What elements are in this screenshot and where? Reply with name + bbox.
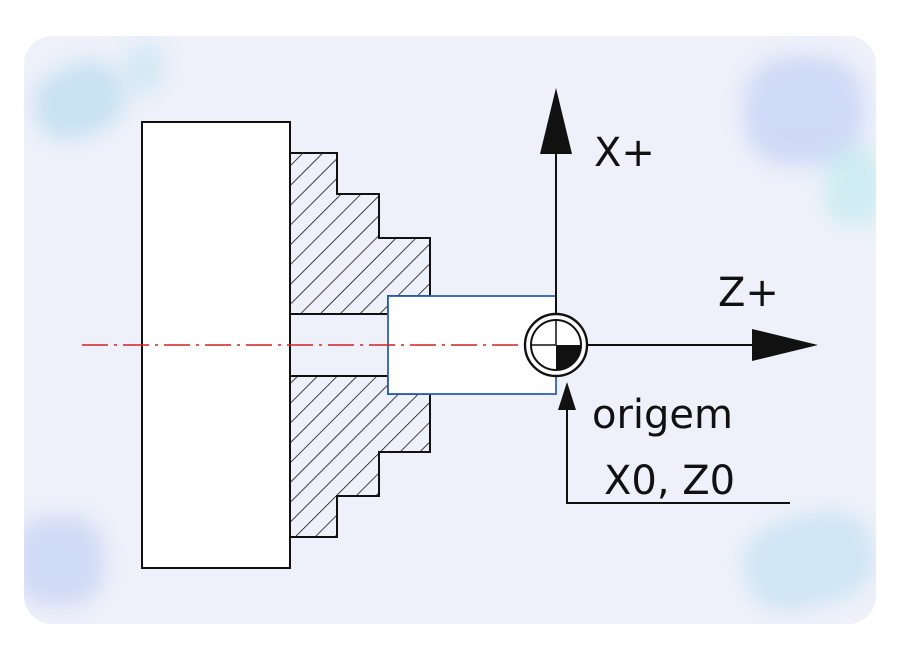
origin-coordinates-label: X0, Z0 — [604, 458, 735, 504]
x-axis-label: X+ — [594, 130, 655, 176]
decor-blob-bottom-left — [24, 516, 104, 606]
origin-leader-arrowhead — [558, 382, 576, 410]
x-axis-arrowhead — [540, 88, 572, 154]
decor-blob-right — [824, 146, 876, 226]
z-axis-arrowhead — [752, 329, 818, 361]
upper-jaw — [289, 152, 431, 315]
origin-leader-line — [566, 410, 790, 504]
origin-label: origem — [592, 392, 733, 438]
z-axis-label: Z+ — [718, 270, 779, 316]
origin-quadrant-circle-icon — [523, 312, 589, 378]
lower-jaw — [289, 375, 431, 538]
